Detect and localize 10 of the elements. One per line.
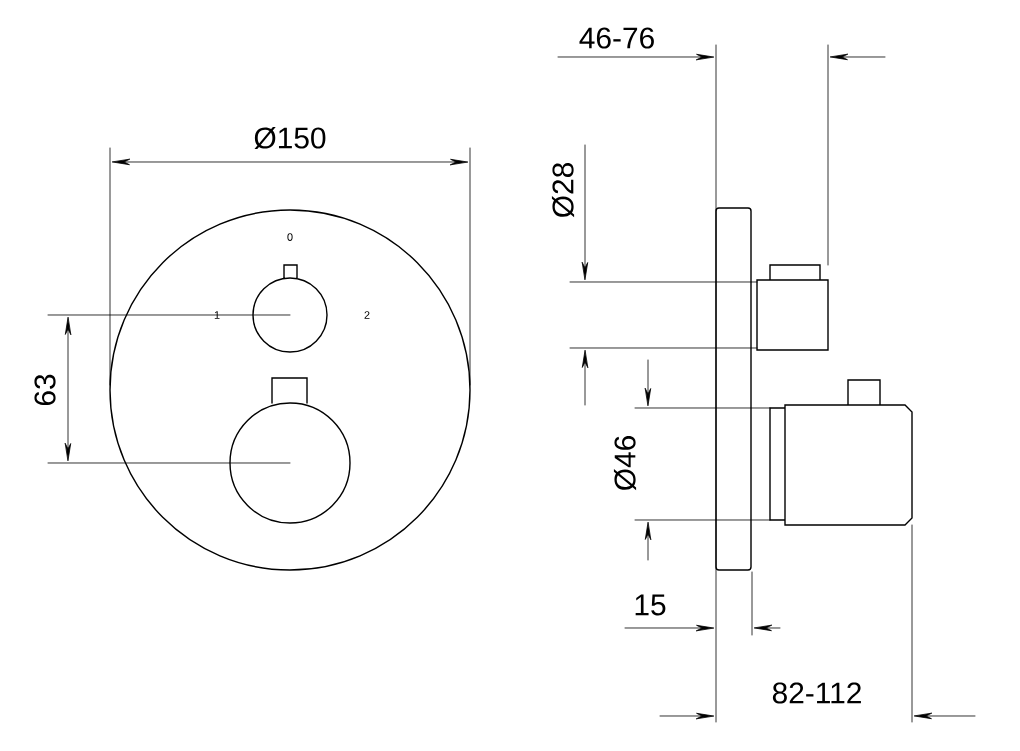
dimension-label: Ø46 bbox=[613, 436, 637, 491]
dimension-label: 63 bbox=[34, 374, 56, 406]
position-number: 1 bbox=[214, 311, 220, 319]
dimension-label: 82-112 bbox=[772, 682, 861, 704]
dimension-label: Ø28 bbox=[551, 163, 575, 218]
dimension-label: 46-76 bbox=[579, 27, 654, 49]
position-number: 2 bbox=[364, 311, 370, 319]
position-number: 0 bbox=[287, 233, 293, 241]
dimension-label: Ø150 bbox=[254, 126, 326, 150]
dimension-label: 15 bbox=[635, 594, 666, 616]
